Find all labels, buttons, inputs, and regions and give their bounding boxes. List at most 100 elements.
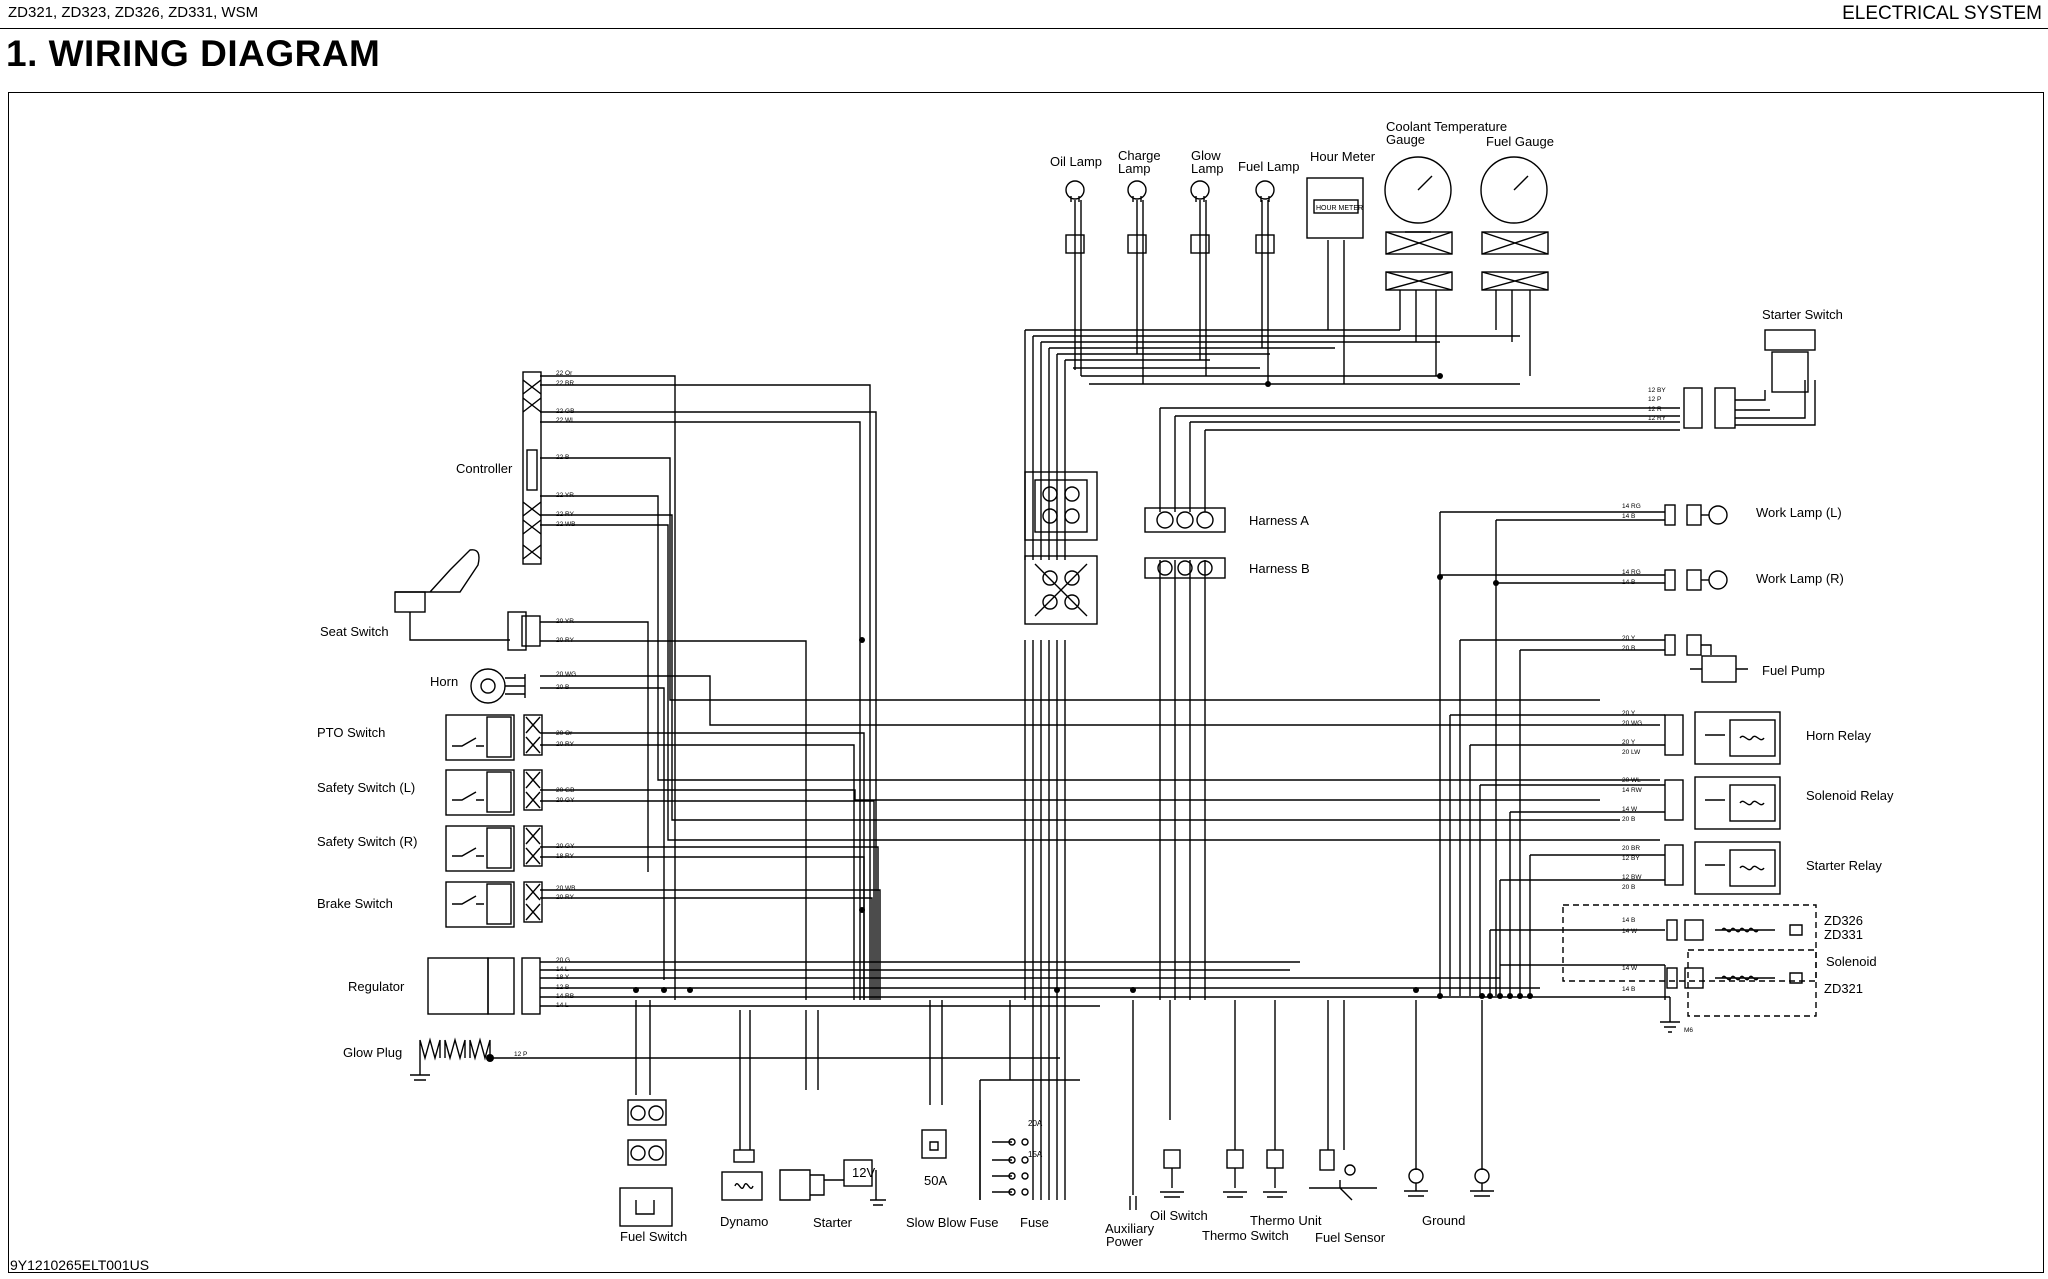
label-fuse-20a: 20A (1028, 1119, 1043, 1128)
label-starter: Starter (813, 1215, 853, 1230)
wire-label: 18 RY (556, 853, 575, 860)
wire-label: 14 L (556, 1002, 569, 1009)
wire-label: 14 RW (1622, 787, 1643, 794)
page-title: 1. WIRING DIAGRAM (6, 33, 381, 74)
label-coolant-gauge-2: Gauge (1386, 132, 1425, 147)
wire-label: 12 R (1648, 406, 1662, 413)
work-lamp-left (1664, 504, 1728, 526)
label-fuel-sensor: Fuel Sensor (1315, 1230, 1386, 1245)
label-brake-switch: Brake Switch (317, 896, 393, 911)
hour-meter-box (1306, 177, 1364, 239)
label-oil-lamp: Oil Lamp (1050, 154, 1102, 169)
wire-label: 20 GY (556, 797, 575, 804)
label-hour-meter: Hour Meter (1310, 149, 1376, 164)
thermo-unit-symbol (1263, 1149, 1287, 1198)
label-pto-switch: PTO Switch (317, 725, 385, 740)
wire-label: 20 B (1622, 645, 1635, 652)
label-safety-switch-r: Safety Switch (R) (317, 834, 417, 849)
wire-label: 14 L (556, 966, 569, 973)
label-aux-power-1: Auxiliary (1105, 1221, 1155, 1236)
wire-label: 12 BW (1622, 874, 1642, 881)
label-work-lamp-l: Work Lamp (L) (1756, 505, 1842, 520)
safety-switch-left (445, 769, 543, 816)
wire-label: 14 W (1622, 965, 1638, 972)
regulator (427, 957, 541, 1015)
solenoid-boxes (1562, 904, 1817, 1033)
label-glow-lamp-2: Lamp (1191, 161, 1224, 176)
label-horn: Horn (430, 674, 458, 689)
wire-label: 22 RY (556, 511, 575, 518)
hour-meter-face: HOUR METER (1316, 205, 1363, 212)
label-fuse: Fuse (1020, 1215, 1049, 1230)
wire-label: M6 (1684, 1027, 1693, 1034)
wire-label: 20 Y (1622, 635, 1636, 642)
wire-network (490, 200, 1680, 1200)
wire-label: 14 RG (1622, 503, 1641, 510)
diagram-frame (8, 92, 2044, 1273)
label-thermo-switch: Thermo Switch (1202, 1228, 1289, 1243)
relay-symbols (1664, 711, 1781, 895)
label-aux-power-2: Power (1106, 1234, 1144, 1249)
label-charge-lamp-1: Charge (1118, 148, 1161, 163)
harness-a-connector (1144, 507, 1226, 533)
wire-label: 14 B (1622, 986, 1635, 993)
footer-code: 9Y1210265ELT001US (10, 1257, 150, 1273)
label-harness-a: Harness A (1249, 513, 1309, 528)
label-harness-b: Harness B (1249, 561, 1310, 576)
label-ground: Ground (1422, 1213, 1465, 1228)
label-solenoid: Solenoid (1826, 954, 1877, 969)
wire-label: 14 B (1622, 513, 1635, 520)
header-section: ELECTRICAL SYSTEM (1842, 3, 2042, 24)
wire-label: 20 Y (1622, 710, 1636, 717)
ground-symbols (1404, 1168, 1494, 1197)
fuel-sensor-symbol (1309, 1149, 1377, 1201)
lamp-bulbs (1065, 180, 1275, 254)
starter-switch-symbol (1683, 329, 1816, 429)
wire-label: 22 B (556, 454, 569, 461)
label-fuel-pump: Fuel Pump (1762, 663, 1825, 678)
fuel-pump-symbol (1664, 634, 1748, 683)
wire-label: 20 LW (1622, 749, 1641, 756)
label-safety-switch-l: Safety Switch (L) (317, 780, 415, 795)
header-models: ZD321, ZD323, ZD326, ZD331, WSM (8, 4, 259, 21)
wire-label: 22 WB (556, 521, 576, 528)
wire-label: 12 B (556, 984, 569, 991)
wire-label: 20 RY (556, 637, 575, 644)
wire-label: 12 P (514, 1051, 527, 1058)
label-zd331: ZD331 (1824, 927, 1863, 942)
label-fuel-switch: Fuel Switch (620, 1229, 687, 1244)
wire-label: 22 YR (556, 492, 574, 499)
label-oil-switch: Oil Switch (1150, 1208, 1208, 1223)
wire-label: 20 WG (1622, 720, 1642, 727)
wire-label: 20 Y (1622, 739, 1636, 746)
wire-label: 20 Or (556, 730, 573, 737)
wire-label: 22 Or (556, 370, 573, 377)
label-battery: 12V (852, 1165, 875, 1180)
label-slow-blow-fuse: Slow Blow Fuse (906, 1215, 998, 1230)
center-connectors (1024, 471, 1098, 625)
wire-label: 14 B (1622, 917, 1635, 924)
work-lamp-right (1664, 569, 1728, 591)
wire-label: 20 B (1622, 816, 1635, 823)
label-fuel-lamp: Fuel Lamp (1238, 159, 1299, 174)
wire-label: 22 WL (556, 417, 575, 424)
wire-label: 20 GY (556, 843, 575, 850)
label-fuel-gauge: Fuel Gauge (1486, 134, 1554, 149)
wire-label: 14 RG (1622, 569, 1641, 576)
wire-label: 20 G (556, 957, 570, 964)
label-fuse-50a: 50A (924, 1173, 947, 1188)
fuse-block (979, 1100, 1029, 1200)
label-glow-plug: Glow Plug (343, 1045, 402, 1060)
wire-label: 20 WG (556, 671, 576, 678)
wire-label: 14 B (1622, 579, 1635, 586)
pto-switch (445, 714, 543, 761)
wire-label: 20 YR (556, 618, 574, 625)
wire-label: 20 GB (556, 787, 574, 794)
coolant-gauge (1384, 156, 1453, 291)
wire-label: 14 RB (556, 993, 574, 1000)
starter-symbol (779, 1159, 886, 1206)
wire-label: 20 RY (556, 894, 575, 901)
thermo-switch-symbol (1223, 1149, 1247, 1198)
